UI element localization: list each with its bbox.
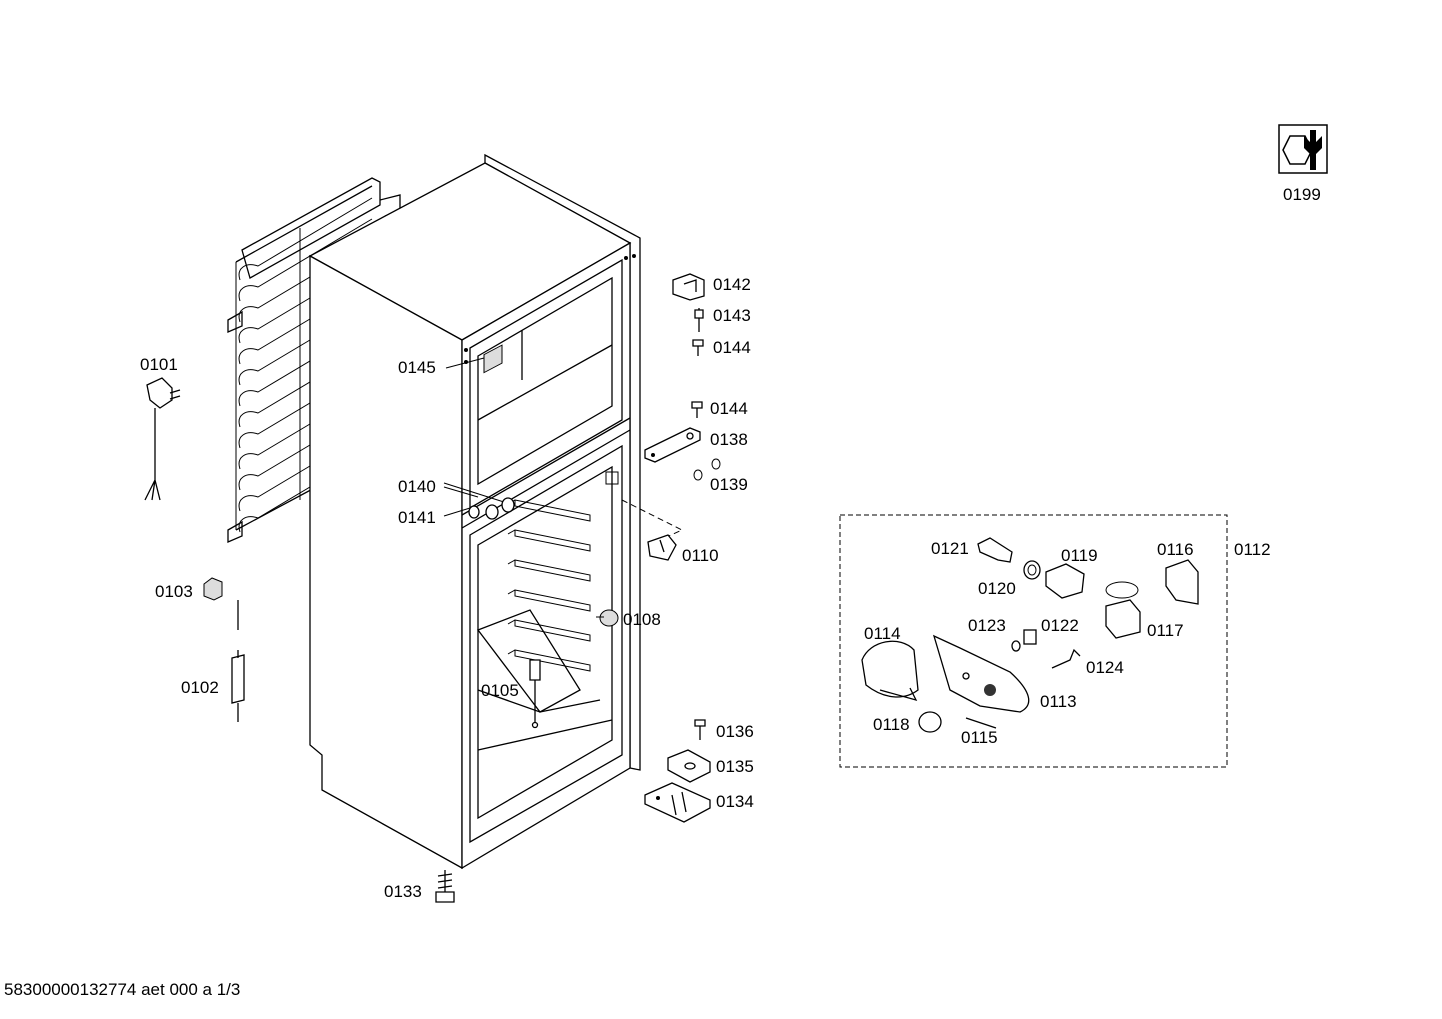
thermostat-assembly [839, 514, 1228, 768]
screw-middle [691, 401, 703, 418]
label-0116: 0116 [1157, 540, 1194, 559]
shelf-rail [507, 559, 591, 582]
coil-rung [238, 218, 373, 302]
label-0144-middle: 0144 [710, 399, 748, 418]
bottom-hinge [644, 782, 711, 823]
label-0133: 0133 [384, 882, 422, 901]
label-0117: 0117 [1147, 621, 1184, 640]
label-0103: 0103 [155, 582, 193, 601]
label-0145: 0145 [398, 358, 436, 377]
coil-rung [238, 197, 373, 281]
cable-gland [203, 577, 223, 601]
hinge-bolt [694, 719, 706, 740]
label-0139: 0139 [710, 475, 748, 494]
coil-rung [238, 239, 373, 323]
hinge-bracket [667, 749, 711, 783]
label-0141: 0141 [398, 508, 436, 527]
label-0121: 0121 [931, 539, 969, 558]
temperature-sensor [529, 659, 541, 729]
label-0199: 0199 [1283, 185, 1321, 204]
part-labels: 0199 0101 0103 0102 0145 0140 0141 0105 … [140, 185, 1321, 901]
coil-rung [238, 323, 373, 407]
label-0115: 0115 [961, 728, 998, 747]
label-0108: 0108 [623, 610, 661, 629]
condenser-coil [227, 177, 401, 543]
power-plug-cable [144, 377, 181, 501]
label-0120: 0120 [978, 579, 1016, 598]
label-0122: 0122 [1041, 616, 1079, 635]
coil-rung [238, 260, 373, 344]
label-0105: 0105 [481, 681, 519, 700]
label-0134: 0134 [716, 792, 754, 811]
coil-rung [238, 302, 373, 386]
middle-hinge [644, 427, 701, 463]
shelf-rail [507, 529, 591, 552]
light-switch [647, 534, 677, 561]
screw-top [692, 339, 704, 356]
label-0136: 0136 [716, 722, 754, 741]
label-0140: 0140 [398, 477, 436, 496]
label-0144-top: 0144 [713, 338, 751, 357]
label-0110: 0110 [682, 546, 719, 565]
washers [693, 458, 721, 481]
shelf-rail [507, 649, 591, 672]
fridge-cabinet [308, 153, 641, 870]
label-0119: 0119 [1061, 546, 1098, 565]
label-0124: 0124 [1086, 658, 1124, 677]
label-0143: 0143 [713, 306, 751, 325]
coil-rung [238, 281, 373, 365]
label-0142: 0142 [713, 275, 751, 294]
label-0113: 0113 [1040, 692, 1077, 711]
label-0112: 0112 [1234, 540, 1271, 559]
adjustable-foot [435, 870, 455, 903]
coil-rung [238, 386, 373, 470]
drain-tube [231, 600, 245, 722]
label-0135: 0135 [716, 757, 754, 776]
label-0123: 0123 [968, 616, 1006, 635]
label-0101: 0101 [140, 355, 178, 374]
bushings [468, 497, 515, 520]
label-0118: 0118 [873, 715, 910, 734]
wrench-icon [1278, 124, 1328, 174]
label-0138: 0138 [710, 430, 748, 449]
hinge-cover [672, 273, 705, 301]
coil-rung [238, 407, 373, 491]
label-0114: 0114 [864, 624, 901, 643]
hinge-pin [694, 308, 704, 332]
label-0102: 0102 [181, 678, 219, 697]
coil-rung [238, 365, 373, 449]
shelf-rail [507, 589, 591, 612]
coil-rung [238, 428, 373, 512]
shelf-rail [507, 619, 591, 642]
coil-rung [238, 344, 373, 428]
document-id: 58300000132774 aet 000 a 1/3 [4, 980, 241, 999]
